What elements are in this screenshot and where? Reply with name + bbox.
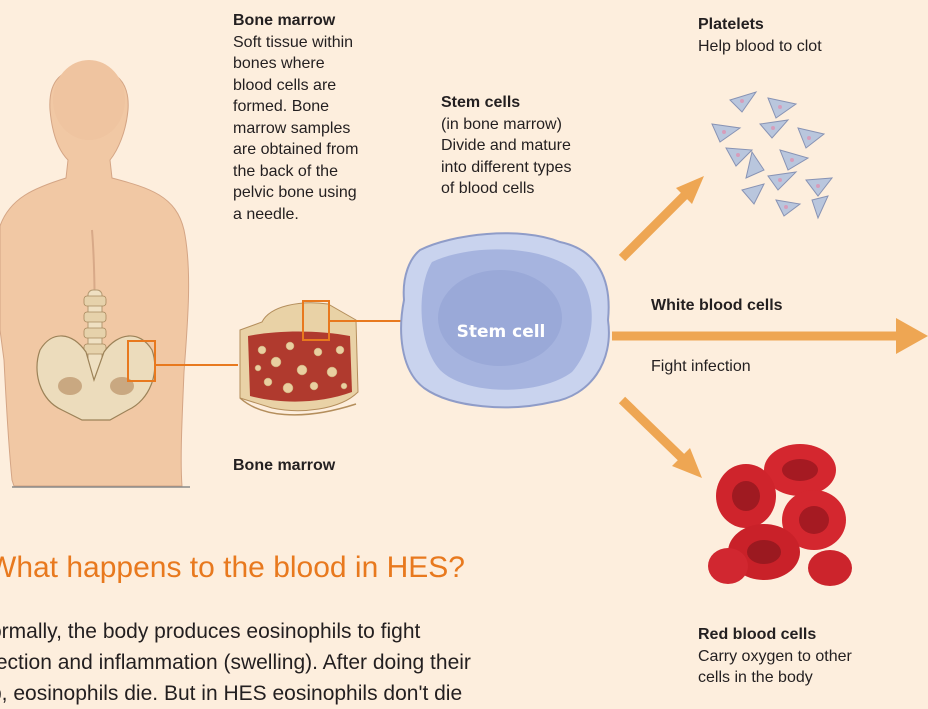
bone-marrow-callout-line: marrow samples (233, 118, 358, 140)
bone-marrow-callout-line: are obtained from (233, 139, 358, 161)
stem-cells-callout-line: of blood cells (441, 178, 571, 200)
bone-marrow-callout-title: Bone marrow (233, 10, 358, 32)
white-blood-cells-desc: Fight infection (651, 358, 751, 376)
bone-marrow-callout-line: pelvic bone using (233, 182, 358, 204)
stem-cells-callout-line: Divide and mature (441, 135, 571, 157)
platelets-desc: Help blood to clot (698, 36, 822, 58)
bone-marrow-callout-line: Soft tissue within (233, 32, 358, 54)
platelets-callout: Platelets Help blood to clot (698, 14, 822, 57)
section-body: ormally, the body produces eosinophils t… (0, 616, 630, 709)
red-blood-cells-title: Red blood cells (698, 624, 852, 646)
red-blood-cells-line: Carry oxygen to other (698, 646, 852, 668)
arrow-to-platelets (622, 176, 704, 258)
arrow-to-red-blood-cells (622, 400, 702, 478)
bone-marrow-label-text: Bone marrow (233, 455, 335, 477)
bone-marrow-label: Bone marrow (233, 455, 335, 477)
section-heading: What happens to the blood in HES? (0, 551, 465, 585)
stem-cells-callout: Stem cells (in bone marrow) Divide and m… (441, 92, 571, 200)
red-blood-cells-callout: Red blood cells Carry oxygen to other ce… (698, 624, 852, 689)
bone-marrow-callout: Bone marrow Soft tissue within bones whe… (233, 10, 358, 225)
stem-cells-callout-line: into different types (441, 157, 571, 179)
red-blood-cells-line: cells in the body (698, 667, 852, 689)
stem-cell-label: Stem cell (436, 322, 566, 342)
platelets-title: Platelets (698, 14, 822, 36)
white-blood-cells-title: White blood cells (651, 297, 783, 315)
red-blood-cells-image (708, 444, 852, 586)
bone-marrow-callout-line: blood cells are (233, 75, 358, 97)
human-figure (0, 60, 190, 487)
stem-cells-callout-line: (in bone marrow) (441, 114, 571, 136)
section-body-line: ormally, the body produces eosinophils t… (0, 616, 630, 647)
bone-marrow-callout-line: a needle. (233, 204, 358, 226)
bone-marrow-callout-line: formed. Bone (233, 96, 358, 118)
stem-cells-callout-title: Stem cells (441, 92, 571, 114)
bone-marrow-callout-line: bones where (233, 53, 358, 75)
arrow-to-white-blood-cells (612, 318, 928, 354)
section-body-line: b, eosinophils die. But in HES eosinophi… (0, 678, 630, 709)
stem-cell (401, 233, 609, 407)
platelets-image (712, 92, 832, 218)
bone-marrow-callout-line: the back of the (233, 161, 358, 183)
section-body-line: fection and inflammation (swelling). Aft… (0, 647, 630, 678)
bone-marrow-section (240, 303, 358, 415)
